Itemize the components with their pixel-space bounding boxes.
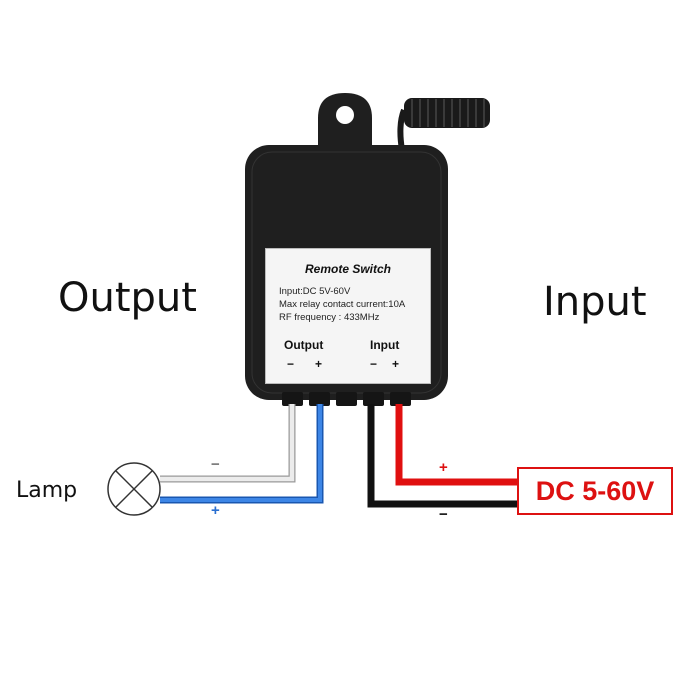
mounting-hole bbox=[336, 106, 354, 124]
dc-plus-sign: + bbox=[439, 459, 448, 476]
input-label: Input bbox=[543, 279, 647, 325]
port-output-label: Output bbox=[284, 338, 324, 352]
dc-voltage-label: DC 5-60V bbox=[535, 475, 655, 506]
input-minus-symbol: − bbox=[370, 357, 378, 371]
dc-negative-wire bbox=[367, 404, 520, 508]
lamp-plus-sign: + bbox=[211, 502, 220, 519]
port-input-label: Input bbox=[370, 338, 400, 352]
dc-minus-sign: − bbox=[439, 506, 448, 523]
output-minus-symbol: − bbox=[287, 357, 295, 371]
lamp-positive-wire bbox=[160, 404, 324, 504]
lamp-minus-sign: − bbox=[211, 456, 220, 473]
spec-input-voltage: Input:DC 5V-60V bbox=[279, 286, 351, 297]
output-plus-symbol: + bbox=[315, 357, 323, 371]
spec-rf-frequency: RF frequency : 433MHz bbox=[279, 312, 380, 323]
lamp-symbol bbox=[107, 462, 161, 516]
lamp-label: Lamp bbox=[16, 478, 78, 503]
output-label: Output bbox=[58, 275, 197, 321]
dc-positive-wire bbox=[395, 404, 520, 486]
spec-relay-current: Max relay contact current:10A bbox=[279, 299, 406, 310]
lamp-negative-wire bbox=[160, 404, 296, 483]
input-plus-symbol: + bbox=[392, 357, 400, 371]
device-title: Remote Switch bbox=[304, 262, 391, 276]
terminal-block bbox=[282, 392, 411, 406]
antenna-coil bbox=[397, 98, 490, 151]
dc-power-source-box: DC 5-60V bbox=[517, 467, 673, 515]
device-label-panel: Remote Switch Input:DC 5V-60V Max relay … bbox=[265, 248, 431, 384]
